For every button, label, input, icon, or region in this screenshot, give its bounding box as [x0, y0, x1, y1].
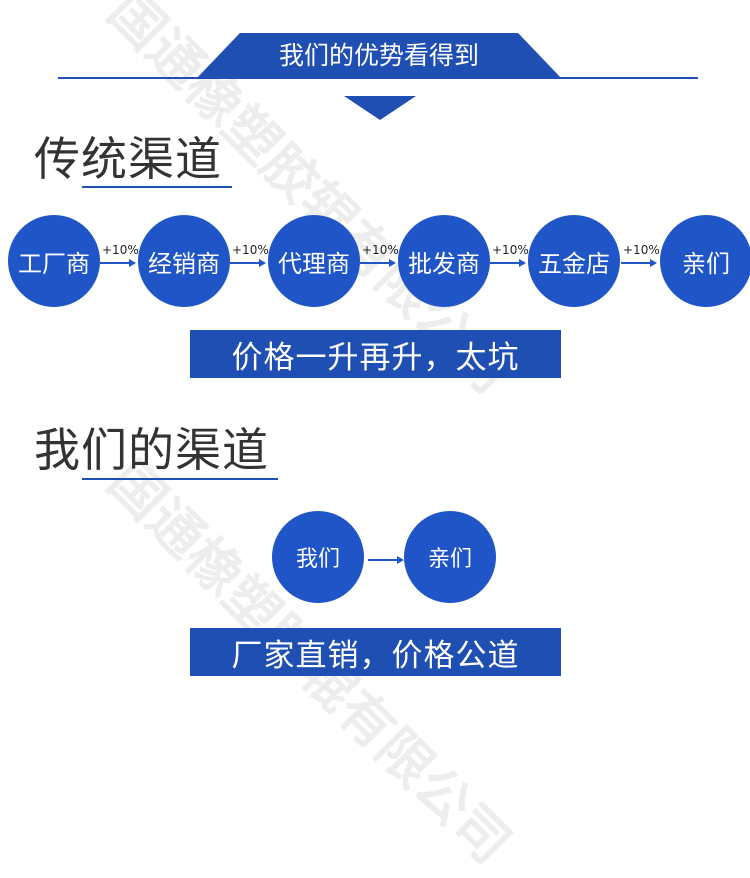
arrow-line [490, 262, 520, 264]
arrow-line [360, 262, 390, 264]
arrow-line [100, 262, 130, 264]
node-distributor: 经销商 [138, 215, 230, 307]
traditional-underline [82, 186, 232, 188]
arrow-head-icon [650, 259, 657, 267]
down-arrow-icon [344, 96, 416, 120]
markup-label: +10% [232, 243, 269, 257]
header-title: 我们的优势看得到 [278, 41, 479, 70]
arrow-line [368, 559, 398, 561]
markup-label: +10% [362, 243, 399, 257]
arrow-head-icon [389, 259, 396, 267]
node-us: 我们 [272, 511, 364, 603]
node-agent: 代理商 [268, 215, 360, 307]
arrow-head-icon [397, 556, 404, 564]
node-hardware-store: 五金店 [528, 215, 620, 307]
arrow-line [621, 262, 651, 264]
node-customer-direct: 亲们 [404, 511, 496, 603]
ours-underline [82, 478, 278, 480]
node-customer: 亲们 [660, 215, 750, 307]
ours-title: 我们的渠道 [34, 423, 269, 477]
node-wholesaler: 批发商 [398, 215, 490, 307]
header-band [196, 33, 562, 79]
arrow-head-icon [519, 259, 526, 267]
markup-label: +10% [102, 243, 139, 257]
node-factory: 工厂商 [8, 215, 100, 307]
arrow-line [230, 262, 260, 264]
arrow-head-icon [259, 259, 266, 267]
markup-label: +10% [623, 243, 660, 257]
traditional-banner: 价格一升再升，太坑 [190, 330, 561, 378]
markup-label: +10% [492, 243, 529, 257]
arrow-head-icon [129, 259, 136, 267]
ours-banner: 厂家直销，价格公道 [190, 628, 561, 676]
traditional-title: 传统渠道 [34, 132, 222, 186]
